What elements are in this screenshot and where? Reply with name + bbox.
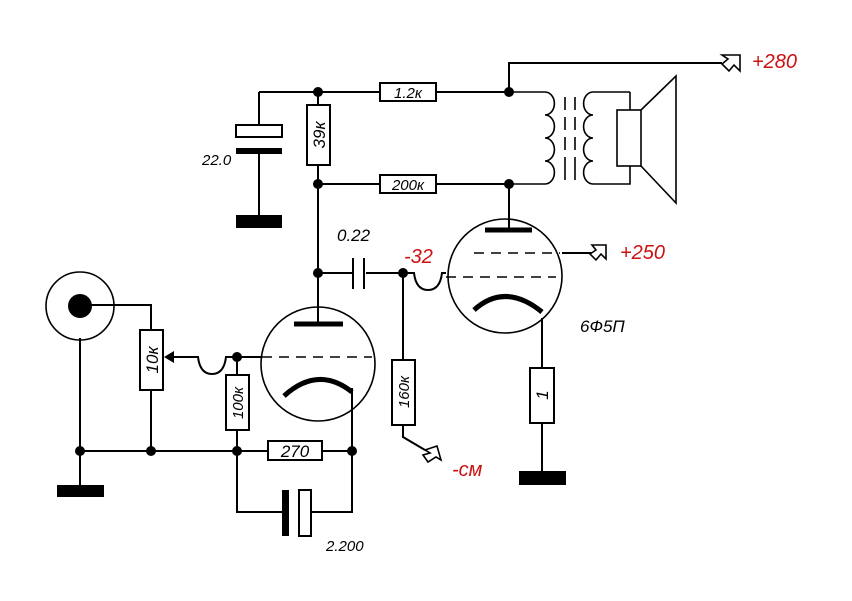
junction-dot — [232, 446, 242, 456]
capacitor-label: 0.22 — [337, 226, 371, 245]
voltage-label: +250 — [620, 242, 665, 264]
capacitor-22uF: 22.0 — [201, 124, 283, 169]
junction-dot — [146, 446, 156, 456]
terminal-250: +250 — [588, 242, 665, 264]
resistor-160k: 160к — [391, 359, 416, 426]
capacitor-label: 2.200 — [325, 538, 364, 555]
resistor-label: 39к — [310, 121, 329, 149]
input-jack — [45, 271, 115, 341]
wiper-arrow-icon — [164, 351, 174, 363]
resistor-39k: 39к — [306, 104, 331, 166]
voltage-label: +280 — [752, 51, 797, 73]
ground-icon — [519, 471, 566, 485]
vacuum-tube-output: 6Ф5П — [446, 218, 625, 336]
potentiometer-10k: 10к — [139, 329, 174, 391]
ground-icon — [57, 485, 104, 497]
resistor-label: 10к — [143, 346, 162, 374]
voltage-label-grid: -32 — [404, 246, 433, 268]
voltage-label: -см — [452, 459, 483, 481]
tube-type-label: 6Ф5П — [580, 317, 625, 336]
capacitor-2200: 2.200 — [282, 489, 364, 555]
junction-dot — [398, 268, 408, 278]
resistor-label: 100к — [230, 386, 247, 419]
resistor-200k: 200к — [379, 174, 437, 194]
resistor-label: 1.2к — [394, 85, 423, 102]
resistor-270: 270 — [267, 440, 323, 461]
resistor-1k2: 1.2к — [379, 82, 437, 102]
capacitor-label: 22.0 — [201, 152, 232, 169]
wires — [79, 62, 722, 513]
resistor-label: 160к — [396, 375, 413, 408]
resistor-label: 200к — [391, 177, 425, 194]
speaker-icon — [616, 74, 677, 206]
junction-dot — [313, 87, 323, 97]
junction-dot — [75, 446, 85, 456]
cathode — [282, 377, 354, 398]
junction-dot — [232, 352, 242, 362]
capacitor-0.22: 0.22 — [337, 226, 371, 289]
terminal-bias: -см — [421, 444, 483, 481]
resistor-label: 270 — [280, 442, 310, 461]
junction-dot — [347, 446, 357, 456]
resistor-1: 1 — [529, 367, 555, 424]
junction-dot — [313, 179, 323, 189]
resistor-label: 1 — [533, 390, 552, 399]
output-transformer — [509, 91, 631, 185]
terminal-280: +280 — [719, 51, 797, 73]
ground-icon — [236, 215, 282, 228]
resistor-100k: 100к — [225, 374, 250, 431]
vacuum-tube-input — [260, 273, 376, 422]
